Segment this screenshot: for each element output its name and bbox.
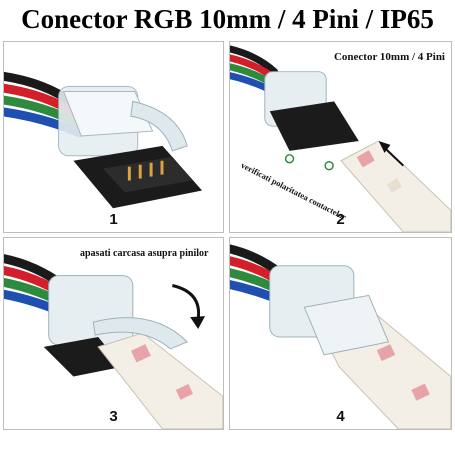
- step-number: 3: [109, 408, 118, 425]
- press-instruction: apasati carcasa asupra pinilor: [80, 248, 209, 259]
- step-2-panel: Conector 10mm / 4 Pini verificati polari…: [229, 41, 452, 233]
- step-3-panel: apasati carcasa asupra pinilor 3: [3, 237, 224, 430]
- step-number: 4: [336, 408, 345, 425]
- connector-open-illustration: [4, 71, 203, 209]
- connector-label: Conector 10mm / 4 Pini: [333, 51, 445, 63]
- insert-strip-illustration: [230, 45, 451, 232]
- step-1-panel: 1: [3, 41, 224, 233]
- page-title: Conector RGB 10mm / 4 Pini / IP65: [21, 4, 434, 34]
- connected-strip-illustration: [230, 244, 451, 429]
- step-4-panel: 4: [229, 237, 452, 430]
- step-number: 1: [109, 211, 118, 228]
- press-housing-illustration: [4, 254, 223, 429]
- step-number: 2: [336, 211, 345, 228]
